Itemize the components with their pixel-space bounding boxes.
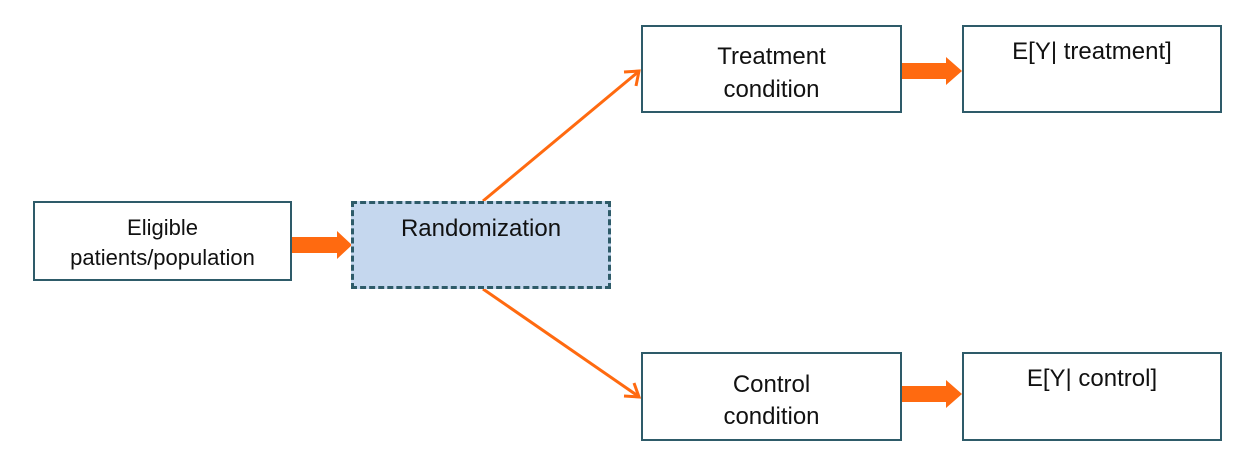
eligible-line1: Eligible [127, 215, 198, 241]
control-line1: Control [732, 370, 811, 398]
arrowhead-control [623, 382, 642, 399]
randomization-label: Randomization [400, 215, 562, 242]
arrow-treatment-to-outcome [902, 57, 962, 85]
arrow-eligible-to-randomization [292, 231, 352, 259]
arrowhead-treatment [623, 69, 641, 87]
randomization-node: Randomization [351, 201, 611, 289]
control-line2: condition [723, 403, 820, 430]
treatment-condition-node: Treatment condition [641, 25, 902, 113]
outcome-treatment-label: E[Y| treatment] [1012, 38, 1172, 65]
arrow-randomization-to-treatment [482, 70, 639, 203]
outcome-treatment-node: E[Y| treatment] [962, 25, 1222, 113]
control-condition-node: Control condition [641, 352, 902, 441]
eligible-population-node: Eligible patients/population [33, 201, 292, 281]
arrow-randomization-to-control [482, 287, 639, 398]
outcome-control-label: E[Y| control] [1026, 365, 1158, 392]
arrow-control-to-outcome [902, 380, 962, 408]
treatment-line1: Treatment [717, 43, 826, 71]
eligible-line2: patients/population [70, 245, 255, 270]
outcome-control-node: E[Y| control] [962, 352, 1222, 441]
treatment-line2: condition [723, 75, 820, 103]
